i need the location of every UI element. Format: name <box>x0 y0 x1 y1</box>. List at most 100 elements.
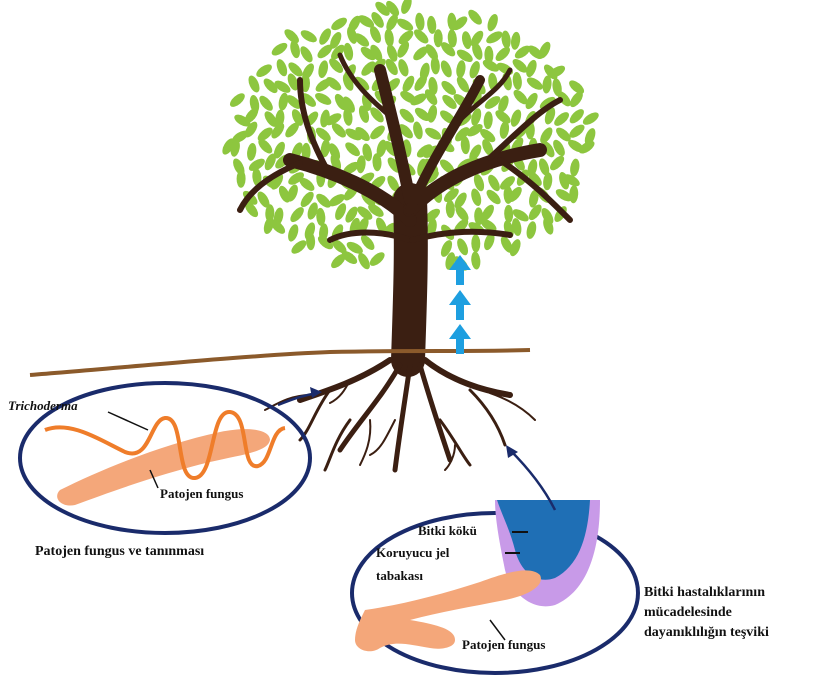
leaf <box>398 30 414 45</box>
plant-root-tip <box>497 500 590 580</box>
leaf <box>511 31 521 50</box>
leaf <box>469 144 482 161</box>
leaf <box>259 95 273 111</box>
leaf <box>371 12 384 28</box>
leaf <box>331 44 345 60</box>
leaf <box>543 217 554 235</box>
leaf <box>482 139 494 156</box>
leaf <box>264 153 276 171</box>
leaf <box>553 139 565 157</box>
leaf <box>274 80 291 93</box>
leaf <box>357 206 373 220</box>
leaf <box>362 143 372 162</box>
leaf <box>441 80 456 95</box>
leaf <box>306 232 316 251</box>
leaf <box>222 138 235 155</box>
leaf <box>290 40 300 59</box>
tree-crown <box>222 0 599 271</box>
leaf <box>360 46 376 61</box>
left-connector-arrowhead <box>310 387 322 398</box>
leaf <box>317 44 333 59</box>
protective-gel-label-2: tabakası <box>376 568 423 583</box>
leaf <box>500 176 515 190</box>
leaf <box>276 59 288 77</box>
leaf <box>480 129 496 143</box>
leaf <box>484 45 494 64</box>
leaf <box>452 16 468 31</box>
leaf <box>569 185 579 204</box>
leaf <box>345 128 362 141</box>
leaf <box>307 202 318 220</box>
leaf <box>440 42 456 57</box>
leaf <box>358 105 370 123</box>
leaf <box>469 61 480 79</box>
pathogen-fungus-label-left: Patojen fungus <box>160 486 244 501</box>
leaf <box>278 92 289 111</box>
leaf <box>471 251 481 270</box>
leaf <box>370 125 385 140</box>
leaf <box>300 191 314 208</box>
patojen-pointer-left <box>149 469 159 489</box>
leaf <box>369 252 385 266</box>
leaf <box>234 114 251 127</box>
leaf <box>355 126 370 142</box>
leaf <box>401 0 412 14</box>
leaf <box>341 250 358 265</box>
pathogen-fungus-label-right: Patojen fungus <box>462 637 546 652</box>
trichoderma-pointer <box>107 411 149 431</box>
leaf <box>557 91 571 107</box>
leaf <box>424 89 438 106</box>
leaf <box>439 159 455 174</box>
leaf <box>301 93 317 107</box>
leaf <box>486 31 503 44</box>
leaf <box>499 120 510 139</box>
leaf <box>229 93 245 107</box>
leaf <box>466 124 483 137</box>
leaf <box>387 175 400 192</box>
leaf <box>343 107 353 126</box>
up-arrow-icon <box>449 290 471 320</box>
leaf <box>460 136 470 155</box>
leaf <box>317 235 334 250</box>
leaf <box>539 96 556 110</box>
leaf <box>386 44 398 62</box>
leaf <box>425 127 442 140</box>
up-arrow-icon <box>449 255 471 285</box>
leaf <box>471 108 482 126</box>
leaf <box>525 92 538 110</box>
leaf <box>548 65 566 78</box>
leaf <box>526 77 543 90</box>
leaf <box>278 185 291 203</box>
leaf <box>247 142 257 161</box>
leaf <box>486 189 501 205</box>
leaf <box>372 153 382 172</box>
leaf <box>427 218 437 237</box>
leaf <box>385 58 398 76</box>
leaf <box>330 32 342 49</box>
leaf <box>414 75 427 91</box>
leaf <box>440 110 456 124</box>
leaf <box>427 104 438 123</box>
leaf <box>425 44 438 61</box>
leaf <box>319 28 331 45</box>
leaf <box>501 30 511 49</box>
leaf <box>342 96 355 113</box>
leaf <box>470 30 484 47</box>
leaf <box>555 189 572 202</box>
protective-gel-label-1: Koruyucu jel <box>376 545 450 560</box>
leaf <box>270 173 284 190</box>
right-caption-line1: Bitki hastalıklarının <box>644 585 765 600</box>
leaf <box>356 155 366 174</box>
leaf <box>416 144 433 158</box>
tree-roots <box>264 357 536 473</box>
leaf <box>455 127 470 142</box>
leaf <box>454 192 467 209</box>
leaf <box>257 127 273 142</box>
leaf <box>498 95 509 113</box>
leaf <box>386 14 398 31</box>
leaf <box>542 75 552 94</box>
leaf <box>331 17 347 31</box>
leaf <box>433 29 443 48</box>
leaf <box>462 31 472 49</box>
